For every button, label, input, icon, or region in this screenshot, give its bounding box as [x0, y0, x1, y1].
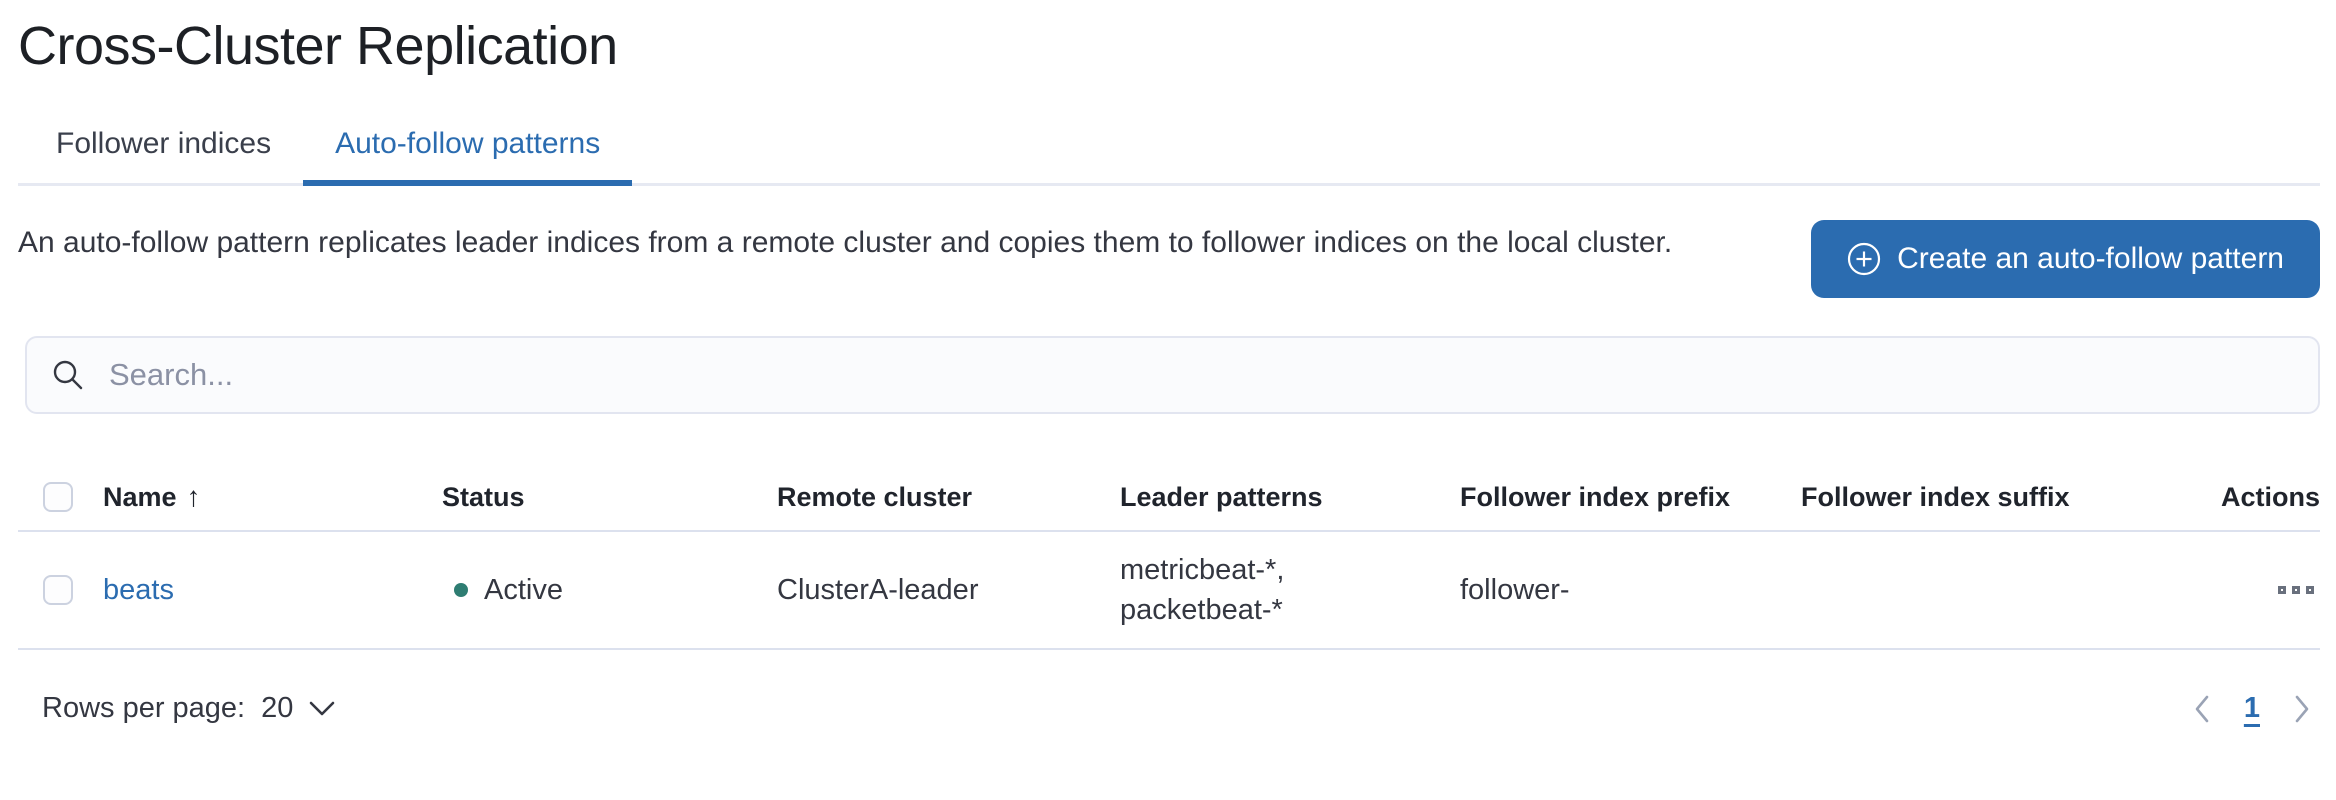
column-header-remote-cluster: Remote cluster	[777, 481, 973, 512]
cell-name: beats	[103, 574, 442, 607]
column-header-status: Status	[442, 481, 525, 512]
page-description: An auto-follow pattern replicates leader…	[18, 226, 1673, 259]
search-bar	[25, 336, 2320, 414]
plus-in-circle-icon	[1847, 242, 1881, 276]
rows-per-page-label: Rows per page:	[42, 692, 246, 724]
row-actions-button[interactable]	[2272, 580, 2320, 600]
create-button-label: Create an auto-follow pattern	[1897, 242, 2284, 275]
pagination: 1	[2194, 692, 2310, 725]
column-header-follower-index-prefix: Follower index prefix	[1460, 481, 1731, 512]
cell-follower-index-prefix: follower-	[1460, 573, 1570, 606]
next-page-button[interactable]	[2294, 694, 2310, 724]
chevron-down-icon	[310, 701, 335, 715]
column-header-name[interactable]: Name↑	[103, 481, 201, 512]
status-active-dot-icon	[454, 583, 468, 597]
table-row: beats Active ClusterA-leader metricbeat-…	[18, 532, 2320, 650]
leader-pattern-line: packetbeat-*	[1120, 594, 1283, 626]
status-badge: Active	[442, 574, 777, 607]
page-title: Cross-Cluster Replication	[18, 16, 618, 76]
status-label: Active	[484, 573, 563, 606]
boxes-horizontal-icon	[2278, 586, 2286, 594]
table-footer: Rows per page: 20 1	[18, 692, 2320, 725]
cell-leader-patterns: metricbeat-*, packetbeat-*	[1120, 550, 1460, 630]
select-row-checkbox[interactable]	[43, 575, 73, 605]
tab-bar: Follower indices Auto-follow patterns	[18, 118, 2320, 186]
column-header-actions: Actions	[2220, 481, 2320, 512]
previous-page-button[interactable]	[2194, 694, 2210, 724]
chevron-left-icon	[2195, 695, 2209, 722]
chevron-right-icon	[2295, 695, 2309, 722]
row-checkbox-cell	[18, 575, 103, 605]
column-header-follower-index-suffix: Follower index suffix	[1801, 481, 2070, 512]
cell-status: Active	[442, 574, 777, 607]
page-number-1-button[interactable]: 1	[2243, 692, 2260, 724]
select-all-checkbox[interactable]	[43, 482, 73, 512]
leader-pattern-line: metricbeat-*,	[1120, 554, 1285, 586]
column-header-leader-patterns: Leader patterns	[1120, 481, 1323, 512]
cell-actions	[2190, 580, 2320, 600]
header-checkbox-cell	[18, 482, 103, 512]
rows-per-page-value: 20	[261, 692, 294, 724]
search-input[interactable]	[107, 356, 2294, 394]
table-header-row: Name↑ Status Remote cluster Leader patte…	[18, 464, 2320, 532]
search-icon	[53, 360, 83, 390]
cell-remote-cluster: ClusterA-leader	[777, 573, 979, 606]
sort-ascending-icon: ↑	[186, 481, 201, 512]
ccr-page: Cross-Cluster Replication Follower indic…	[18, 16, 2320, 725]
create-auto-follow-pattern-button[interactable]: Create an auto-follow pattern	[1811, 220, 2320, 298]
rows-per-page-button[interactable]: Rows per page: 20	[42, 692, 335, 725]
tab-auto-follow-patterns[interactable]: Auto-follow patterns	[303, 118, 633, 186]
pattern-name-link[interactable]: beats	[103, 573, 174, 606]
auto-follow-patterns-table: Name↑ Status Remote cluster Leader patte…	[18, 464, 2320, 650]
intro-section: An auto-follow pattern replicates leader…	[18, 220, 2320, 298]
tab-follower-indices[interactable]: Follower indices	[56, 127, 272, 160]
